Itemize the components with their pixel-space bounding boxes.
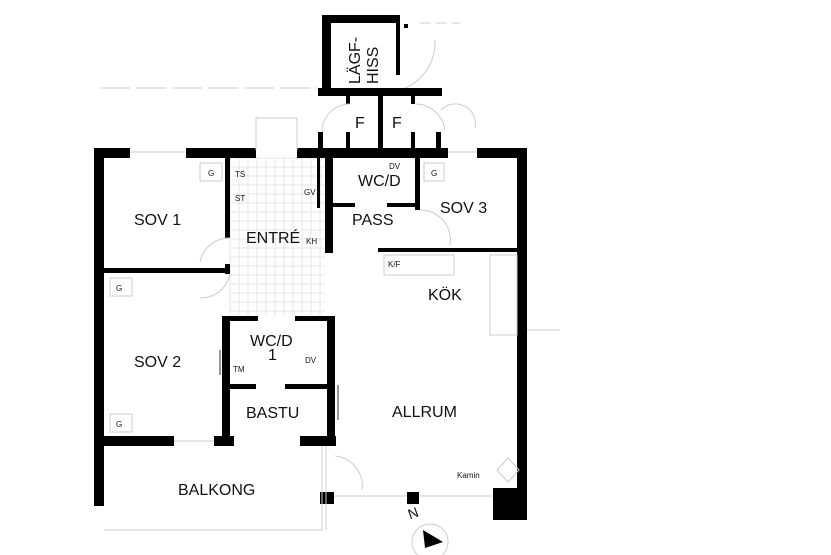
room-label-sov3: SOV 3 [440, 200, 487, 217]
room-label-entre: ENTRÉ [246, 228, 300, 247]
interior-walls [104, 158, 520, 531]
fixture-g-sov1: G [208, 169, 214, 178]
fixture-ts: TS [235, 170, 245, 179]
fixture-tm: TM [233, 365, 245, 374]
fixture-g-sov3: G [431, 169, 437, 178]
fixture-kh: KH [306, 237, 317, 246]
room-label-wc-d: WC/D [358, 173, 401, 190]
fixture-kamin: Kamin [457, 471, 480, 480]
room-label-sov2: SOV 2 [134, 354, 181, 371]
room-label-bastu: BASTU [246, 405, 299, 422]
room-label-lift-line1: LÄGF- [346, 37, 364, 84]
fixture-g-sov2-top: G [116, 284, 122, 293]
outer-walls [94, 117, 527, 520]
room-label-storage-1: F [355, 115, 365, 132]
room-label-wc-d1-number: 1 [268, 347, 277, 364]
room-label-sov1: SOV 1 [134, 212, 181, 229]
fixture-kf: K/F [388, 260, 401, 269]
fixture-gv: GV [304, 188, 316, 197]
fixture-dv-top: DV [389, 162, 401, 171]
storage-walls [318, 88, 476, 150]
lift-shaft [322, 15, 460, 91]
fixture-dv-wc1: DV [305, 356, 317, 365]
room-label-storage-2: F [392, 115, 402, 132]
room-label-allrum: ALLRUM [392, 404, 457, 421]
room-label-wc-d1: WC/D [250, 333, 293, 350]
room-label-balkong: BALKONG [178, 482, 255, 499]
room-label-kok: KÖK [428, 286, 462, 304]
fixture-st: ST [235, 194, 245, 203]
fireplace-icon [496, 457, 520, 483]
compass-north-label: N [406, 504, 421, 522]
north-compass-icon [411, 523, 449, 555]
room-label-pass: PASS [352, 212, 394, 229]
room-label-lift-line2: HISS [365, 47, 382, 84]
fixture-g-sov2-bottom: G [116, 420, 122, 429]
